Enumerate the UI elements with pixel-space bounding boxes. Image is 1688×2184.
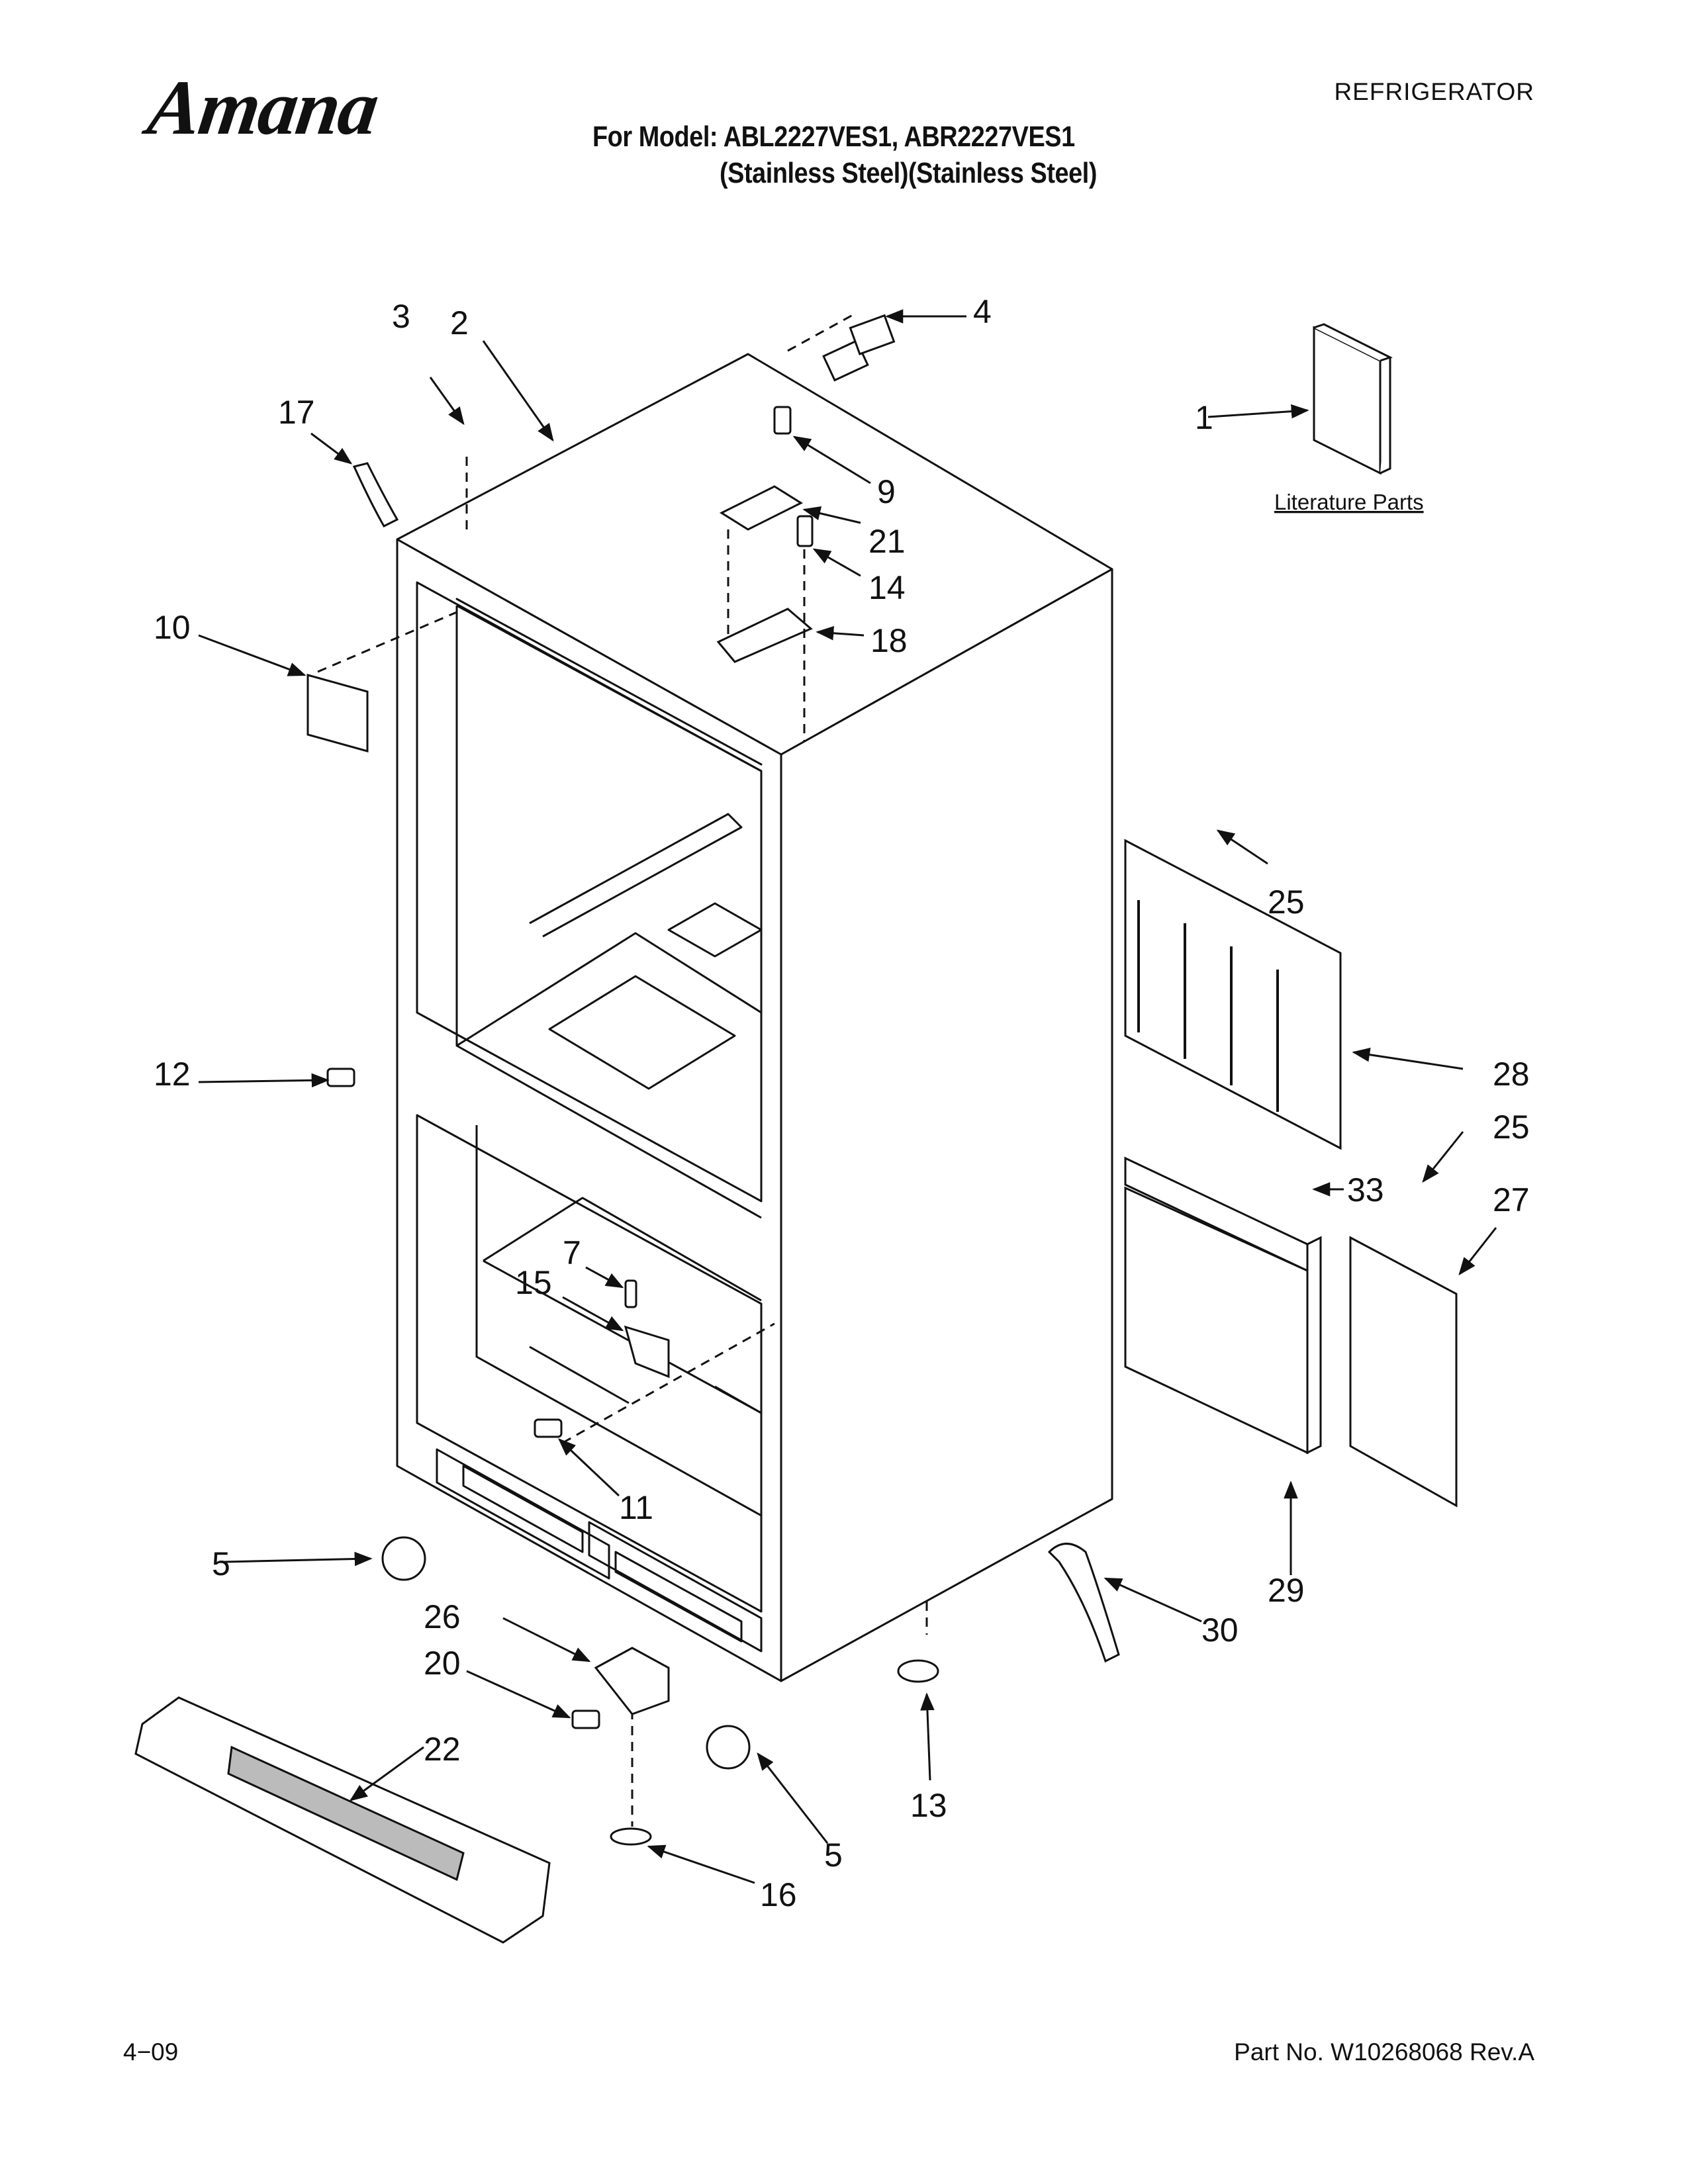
callout-13: 13	[910, 1787, 947, 1824]
appliance-category: REFRIGERATOR	[1334, 78, 1534, 105]
callout-11: 11	[619, 1489, 653, 1526]
finish-line: (Stainless Steel)(Stainless Steel)	[720, 157, 1098, 189]
callout-29: 29	[1268, 1572, 1305, 1609]
side-parts	[306, 462, 939, 1846]
literature-book	[1313, 323, 1393, 475]
callout-16: 16	[760, 1876, 797, 1913]
revision-date: 4−09	[123, 2038, 179, 2066]
callout-20: 20	[424, 1645, 461, 1682]
assembly-lines	[317, 313, 928, 1827]
top-hinge-parts	[716, 340, 869, 663]
callout-21: 21	[868, 523, 906, 560]
callout-1: 1	[1195, 399, 1213, 436]
callout-5-right: 5	[824, 1837, 843, 1874]
callout-22: 22	[424, 1731, 461, 1768]
kick-plate	[134, 1696, 551, 1944]
callout-10: 10	[154, 609, 191, 646]
callout-2: 2	[450, 304, 469, 341]
callout-18: 18	[870, 622, 908, 659]
callout-28: 28	[1493, 1056, 1530, 1093]
callout-15: 15	[515, 1264, 552, 1301]
cabinet-drawing	[396, 353, 1113, 1682]
callout-17: 17	[278, 394, 315, 431]
callout-26: 26	[424, 1598, 461, 1635]
callout-9: 9	[877, 473, 896, 510]
callout-4: 4	[973, 293, 992, 330]
part-number: Part No. W10268068 Rev.A	[1234, 2038, 1534, 2066]
callout-14: 14	[868, 569, 906, 606]
callout-27: 27	[1493, 1181, 1530, 1218]
callout-5-left: 5	[212, 1545, 230, 1582]
callout-30: 30	[1201, 1612, 1239, 1649]
callout-numbers: 1 2 3 4 5 5 7 9 10 11 12 13 14 15 16 17 …	[154, 293, 1530, 1913]
model-line: For Model: ABL2227VES1, ABR2227VES1	[592, 120, 1075, 153]
grille-slots	[1137, 900, 1279, 1112]
callout-12: 12	[154, 1056, 191, 1093]
callout-25-lower: 25	[1493, 1109, 1530, 1146]
rear-covers	[849, 314, 1458, 1663]
callout-7: 7	[563, 1234, 581, 1271]
literature-parts-label: Literature Parts	[1274, 490, 1424, 514]
leader-arrows	[198, 309, 1497, 1884]
callout-3: 3	[392, 298, 410, 335]
callout-33: 33	[1347, 1171, 1384, 1208]
callout-25-upper: 25	[1268, 884, 1305, 921]
